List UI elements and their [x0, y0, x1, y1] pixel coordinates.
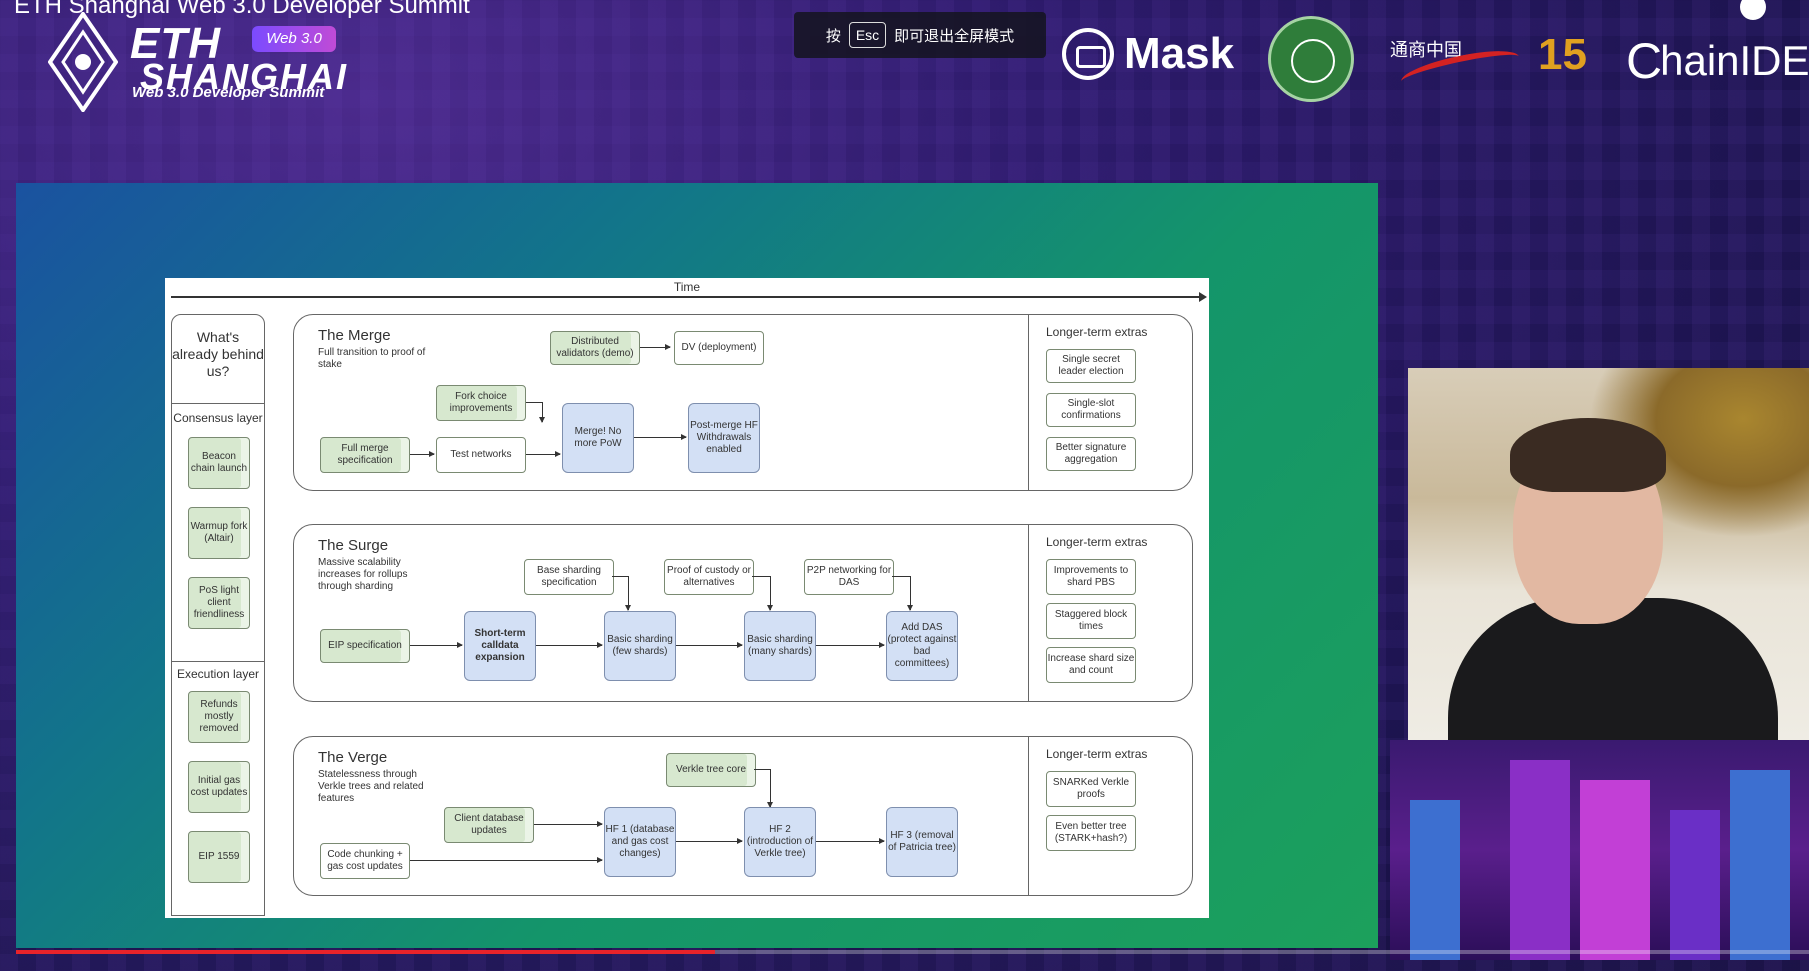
merge-section: The Merge Full transition to proof of st… [293, 314, 1193, 491]
basic-sharding-few-box: Basic sharding (few shards) [604, 611, 676, 681]
history-heading: What's already behind us? [172, 329, 264, 379]
speaker-shirt [1448, 598, 1778, 740]
surge-desc: Massive scalability increases for rollup… [318, 557, 408, 592]
add-das-box: Add DAS (protect against bad committees) [886, 611, 958, 681]
chainide-rest: hainIDE [1660, 37, 1809, 84]
verge-extra-item: Even better tree (STARK+hash?) [1046, 815, 1136, 851]
time-label: Time [673, 280, 701, 294]
distributed-validators-box: Distributed validators (demo) [550, 331, 640, 365]
consensus-layer-label: Consensus layer [173, 411, 263, 425]
consensus-item: Warmup fork (Altair) [188, 507, 250, 559]
exit-fullscreen-hint: 按 Esc 即可退出全屏模式 [794, 12, 1046, 58]
eth-logo-line1: ETH [130, 19, 221, 68]
chainide-c: C [1626, 33, 1663, 89]
merge-extras-title: Longer-term extras [1046, 325, 1148, 339]
post-merge-hf-box: Post-merge HF Withdrawals enabled [688, 403, 760, 473]
surge-extra-item: Improvements to shard PBS [1046, 559, 1136, 595]
merge-extra-item: Better signature aggregation [1046, 437, 1136, 471]
eth-diamond-logo [48, 12, 118, 112]
p2p-networking-box: P2P networking for DAS [804, 559, 894, 595]
dv-deployment-box: DV (deployment) [674, 331, 764, 365]
merge-desc: Full transition to proof of stake [318, 347, 426, 370]
merge-extra-item: Single secret leader election [1046, 349, 1136, 383]
mask-icon [1062, 28, 1114, 80]
history-column: What's already behind us? Consensus laye… [171, 314, 265, 916]
verge-extra-item: SNARKed Verkle proofs [1046, 771, 1136, 807]
execution-layer-label: Execution layer [176, 667, 260, 681]
hf1-box: HF 1 (database and gas cost changes) [604, 807, 676, 877]
verge-section: The Verge Statelessness through Verkle t… [293, 736, 1193, 896]
speaker-webcam [1408, 368, 1809, 740]
fifteen-anniversary-logo: 15 [1538, 30, 1587, 79]
hint-suffix: 即可退出全屏模式 [894, 27, 1015, 45]
hint-prefix: 按 [825, 27, 841, 45]
full-merge-spec-box: Full merge specification [320, 437, 410, 473]
video-progress-track[interactable] [16, 950, 1809, 954]
esc-key: Esc [848, 22, 887, 48]
short-term-calldata-box: Short-term calldata expansion [464, 611, 536, 681]
surge-title: The Surge [318, 537, 389, 554]
eth-logo-line2: SHANGHAI [140, 56, 349, 97]
code-chunking-box: Code chunking + gas cost updates [320, 843, 410, 879]
verkle-tree-core-box: Verkle tree core [666, 753, 756, 787]
client-database-box: Client database updates [444, 807, 534, 843]
eip-spec-box: EIP specification [320, 629, 410, 663]
clock-icon[interactable] [1740, 0, 1766, 20]
base-sharding-spec-box: Base sharding specification [524, 559, 614, 595]
speaker-hair [1510, 418, 1666, 492]
merge-title: The Merge [318, 327, 391, 344]
basic-sharding-many-box: Basic sharding (many shards) [744, 611, 816, 681]
mask-label: Mask [1124, 29, 1235, 78]
execution-item: Initial gas cost updates [188, 761, 250, 813]
mask-sponsor-logo: Mask [1062, 28, 1234, 80]
verge-desc: Statelessness through Verkle trees and r… [318, 769, 424, 804]
roadmap-slide: Time What's already behind us? Consensus… [165, 278, 1209, 918]
fork-choice-box: Fork choice improvements [436, 385, 526, 421]
surge-extras-title: Longer-term extras [1046, 535, 1148, 549]
video-title: ETH Shanghai Web 3.0 Developer Summit [14, 0, 470, 19]
proof-of-custody-box: Proof of custody or alternatives [664, 559, 754, 595]
verge-extras-title: Longer-term extras [1046, 747, 1148, 761]
hf3-box: HF 3 (removal of Patricia tree) [886, 807, 958, 877]
surge-extra-item: Staggered block times [1046, 603, 1136, 639]
business-china-logo: 通商中国 [1390, 40, 1462, 60]
cyber-city-decoration [1390, 740, 1809, 960]
video-progress-played[interactable] [16, 950, 715, 954]
web3-badge: Web 3.0 [252, 26, 336, 52]
test-networks-box: Test networks [436, 437, 526, 473]
hf2-box: HF 2 (introduction of Verkle tree) [744, 807, 816, 877]
execution-item: EIP 1559 [188, 831, 250, 883]
time-arrow [171, 292, 1207, 302]
verge-title: The Verge [318, 749, 388, 766]
execution-item: Refunds mostly removed [188, 691, 250, 743]
surge-section: The Surge Massive scalability increases … [293, 524, 1193, 702]
merge-milestone-box: Merge! No more PoW [562, 403, 634, 473]
consensus-item: Beacon chain launch [188, 437, 250, 489]
consensus-item: PoS light client friendliness [188, 577, 250, 629]
surge-extra-item: Increase shard size and count [1046, 647, 1136, 683]
merge-extra-item: Single-slot confirmations [1046, 393, 1136, 427]
eth-logo-subtitle: Web 3.0 Developer Summit [132, 84, 325, 101]
seal-sponsor-logo [1268, 16, 1354, 102]
